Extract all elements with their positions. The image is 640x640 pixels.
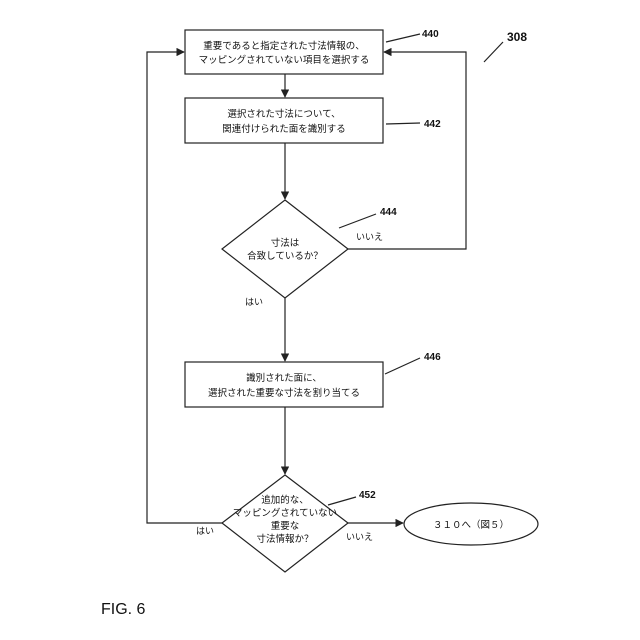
figure-label: FIG. 6 [101, 601, 146, 618]
decision-444-line-2: 合致しているか？ [247, 250, 323, 262]
leader-440 [386, 34, 420, 42]
leader-452 [328, 497, 356, 505]
process-box-440-line-2: マッピングされていない項目を選択する [199, 54, 370, 66]
decision-444-line-1: 寸法は [271, 237, 300, 249]
process-box-440-line-1: 重要であると指定された寸法情報の、 [203, 40, 364, 52]
process-box-446-line-2: 選択された重要な寸法を割り当てる [208, 387, 360, 399]
decision-452-line-1: 追加的な、 [261, 494, 309, 506]
ref-numeral-440: 440 [422, 29, 439, 40]
connector-444-no-loop [348, 52, 466, 249]
figure-ref-numeral: 308 [507, 30, 527, 44]
edge-label-444-no: いいえ [356, 232, 383, 243]
process-box-442-line-2: 関連付けられた面を識別する [222, 123, 346, 135]
edge-label-452-no: いいえ [346, 532, 373, 543]
edge-label-444-yes: はい [245, 297, 263, 308]
ref-numeral-442: 442 [424, 119, 441, 130]
leader-442 [386, 123, 420, 124]
process-box-442-line-1: 選択された寸法について、 [227, 108, 340, 120]
ref-numeral-446: 446 [424, 352, 441, 363]
decision-diamond-444 [222, 200, 348, 298]
edge-label-452-yes: はい [196, 526, 214, 537]
decision-452-line-2: マッピングされていない [233, 507, 337, 519]
ref-numeral-452: 452 [359, 490, 376, 501]
process-box-440 [185, 30, 383, 74]
leader-308 [484, 42, 503, 62]
process-box-446-line-1: 識別された面に、 [246, 372, 322, 384]
leader-446 [385, 358, 420, 374]
process-box-442 [185, 98, 383, 143]
process-box-446 [185, 362, 383, 407]
decision-452-line-3: 重要な [271, 520, 300, 532]
decision-452-line-4: 寸法情報か？ [256, 533, 313, 545]
leader-444 [339, 214, 376, 228]
ref-numeral-444: 444 [380, 207, 397, 218]
terminal-310-label: ３１０へ（図５） [433, 519, 509, 531]
